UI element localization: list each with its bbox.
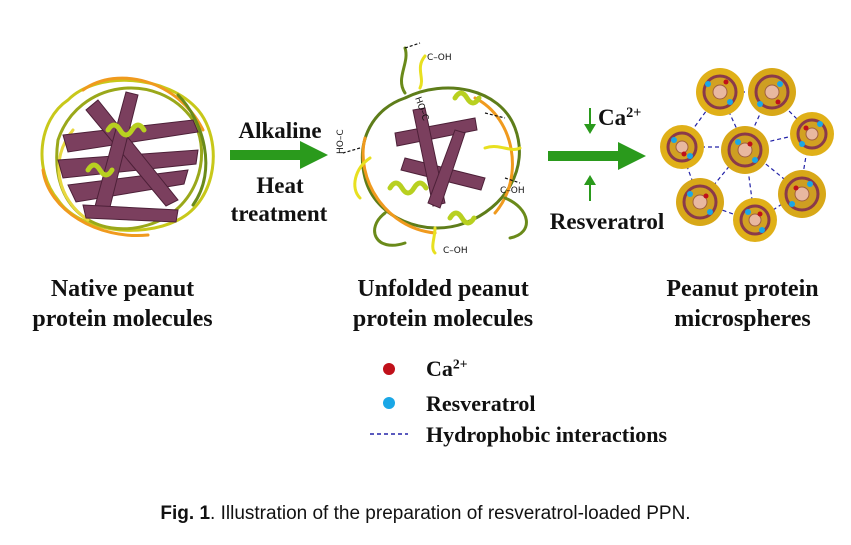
arrow1-bottom-label-2: treatment <box>230 201 328 226</box>
legend-ca-dot <box>383 363 395 375</box>
cooh-label-right: C–OH <box>500 186 525 196</box>
stage-label-native: Native peanut protein molecules <box>32 276 213 332</box>
arrow1-bottom-label-1: Heat <box>256 173 304 198</box>
arrow2-bottom-label: Resveratrol <box>549 209 665 234</box>
arrow2-top-label: Ca2+ <box>598 105 642 130</box>
arrow-down-small <box>584 108 596 134</box>
legend-hydrophobic-label: Hydrophobic interactions <box>426 422 668 447</box>
legend-hydrophobic-line <box>370 433 408 435</box>
native-protein-illustration <box>40 76 215 238</box>
unfolded-protein-illustration: C–OH C–OH C–OH HO–C HO–C <box>336 42 528 256</box>
legend: Ca2+ Resveratrol Hydrophobic interaction… <box>370 354 750 450</box>
stage-label-microspheres: Peanut protein microspheres <box>666 276 819 332</box>
legend-ca-label: Ca2+ <box>426 356 468 381</box>
arrow-right-2 <box>548 142 646 170</box>
microspheres-illustration <box>660 68 834 242</box>
caption-figure-number: Fig. 1 <box>160 503 211 524</box>
arrow-right-1 <box>230 141 328 169</box>
caption-text: . Illustration of the preparation of res… <box>210 503 691 524</box>
legend-resveratrol-dot <box>383 397 395 409</box>
arrow1-top-label: Alkaline <box>238 118 322 143</box>
cooh-label-bottom: C–OH <box>443 246 468 256</box>
arrow-up-small <box>584 175 596 201</box>
stage-label-unfolded: Unfolded peanut protein molecules <box>352 276 534 332</box>
cooh-label-top: C–OH <box>427 53 452 63</box>
legend-resveratrol-label: Resveratrol <box>426 391 536 416</box>
cooh-label-left: HO–C <box>336 129 346 154</box>
figure-caption: Fig. 1. Illustration of the preparation … <box>0 503 851 525</box>
